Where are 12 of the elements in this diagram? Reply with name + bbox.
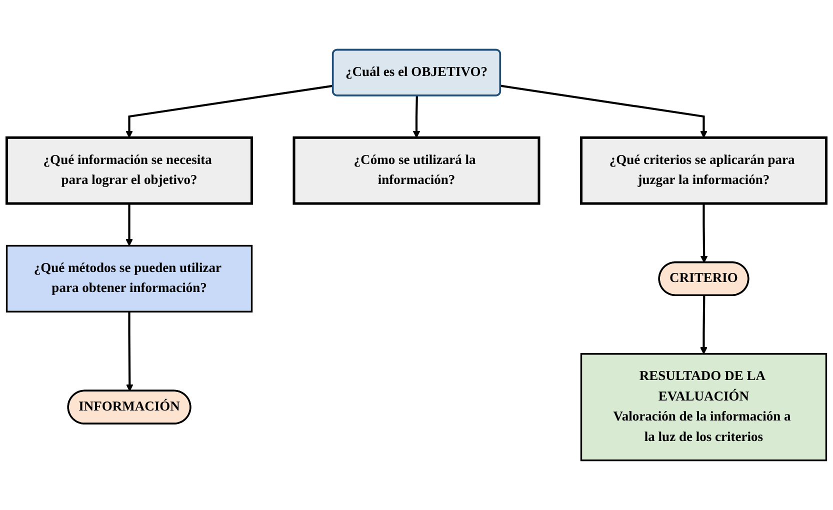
arrow: [700, 296, 708, 354]
arrow: [126, 312, 134, 392]
arrow: [700, 203, 708, 263]
arrow: [500, 84, 708, 138]
arrow: [412, 96, 420, 138]
arrow: [126, 203, 133, 246]
node-box: ¿Qué métodos se pueden utilizar para obtener información?: [6, 244, 253, 312]
arrow: [126, 84, 334, 138]
node-box: RESULTADO DE LA EVALUACIÓN Valoración de la información a la luz de los criterios: [580, 353, 828, 462]
node-box: ¿Qué información se necesita para lograr el objetivo?: [6, 136, 254, 205]
node-box: ¿Qué criterios se aplicarán para juzgar la información?: [580, 136, 828, 205]
node-box: ¿Cómo se utilizará la información?: [292, 136, 540, 205]
